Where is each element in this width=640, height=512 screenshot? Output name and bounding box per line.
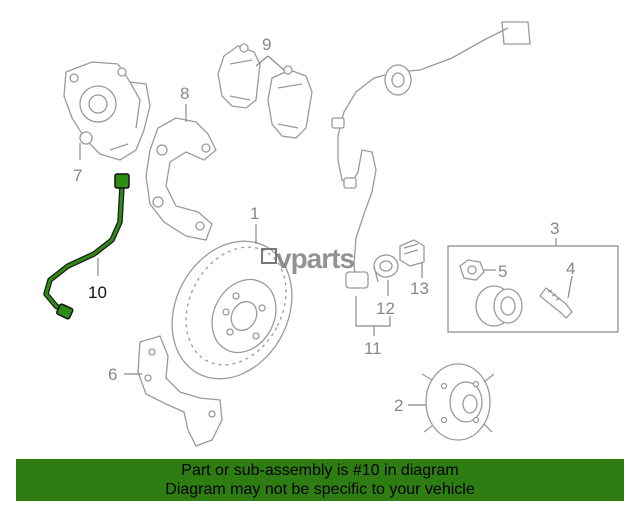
part-8-caliper-bracket[interactable] <box>145 117 217 241</box>
callout-2[interactable]: 2 <box>394 396 403 415</box>
part-5-nut[interactable] <box>459 259 485 281</box>
vparts-watermark: vparts <box>261 243 355 274</box>
exploded-brake-diagram: 7 8 9 <box>43 21 619 447</box>
part-1-brake-disc[interactable] <box>149 220 315 400</box>
banner-line-1: Part or sub-assembly is #10 in diagram <box>181 462 459 479</box>
part-9-brake-pads[interactable] <box>217 43 313 139</box>
part-10-brake-hose[interactable] <box>43 173 130 320</box>
part-6-dust-shield[interactable] <box>137 335 223 447</box>
part-13-clip[interactable] <box>399 239 425 267</box>
part-7-caliper[interactable] <box>63 61 151 161</box>
callout-12[interactable]: 12 <box>376 299 395 318</box>
leader-4 <box>567 275 573 299</box>
callout-3[interactable]: 3 <box>550 219 559 238</box>
leader-11 <box>355 296 391 327</box>
callout-9[interactable]: 9 <box>262 35 271 54</box>
callout-11[interactable]: 11 <box>364 339 382 358</box>
wheel-bearing[interactable] <box>475 285 523 327</box>
part-2-wheel-hub[interactable] <box>421 363 495 441</box>
callout-5[interactable]: 5 <box>498 262 507 281</box>
leader-9 <box>255 55 285 71</box>
watermark-text: vparts <box>276 243 354 274</box>
banner-line-2: Diagram may not be specific to your vehi… <box>165 481 475 498</box>
vparts-logo-icon <box>261 248 277 264</box>
info-banner: Part or sub-assembly is #10 in diagram D… <box>16 459 624 501</box>
part-11-abs-sensor[interactable] <box>331 21 531 289</box>
callout-10[interactable]: 10 <box>88 283 107 302</box>
callout-7[interactable]: 7 <box>73 166 82 185</box>
part-12-sensor-ring[interactable] <box>373 254 399 283</box>
callout-8[interactable]: 8 <box>180 84 189 103</box>
callout-6[interactable]: 6 <box>108 365 117 384</box>
callout-4[interactable]: 4 <box>566 259 575 278</box>
callout-13[interactable]: 13 <box>410 279 429 298</box>
part-4-bolt[interactable] <box>539 287 573 319</box>
callout-1[interactable]: 1 <box>250 204 259 223</box>
part-3-bearing-kit[interactable] <box>447 238 619 333</box>
